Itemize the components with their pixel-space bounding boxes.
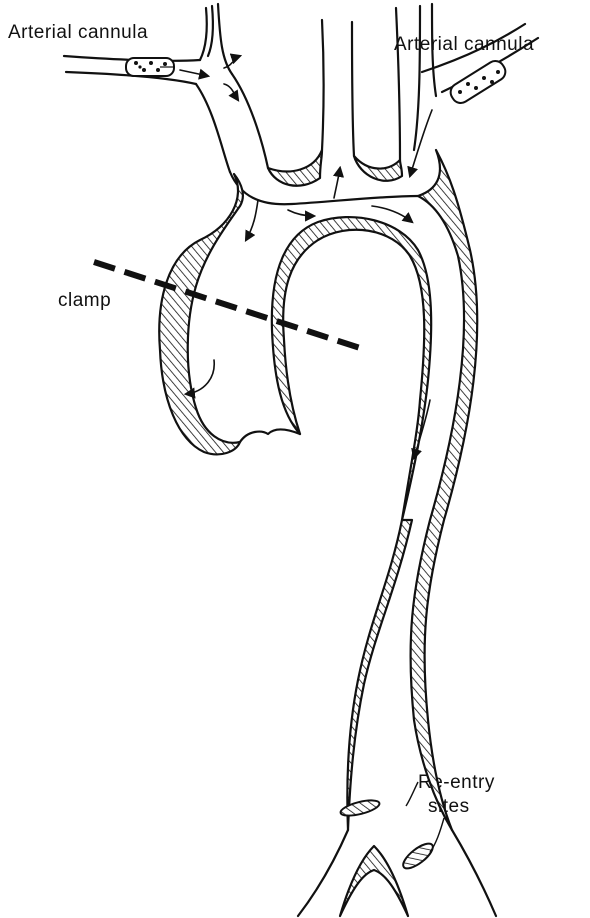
descending-aorta-outer-wall <box>411 150 478 830</box>
aortic-arch <box>196 20 418 240</box>
label-reentry-line2: sites <box>428 796 470 817</box>
true-lumen-arch-wall <box>272 217 431 520</box>
clamp-line <box>94 262 360 348</box>
label-arterial-cannula-left: Arterial cannula <box>8 22 148 43</box>
reentry-tear-upper <box>339 797 381 818</box>
reentry-tear-lower <box>400 839 437 872</box>
right-arterial-cannula <box>396 4 538 176</box>
label-clamp: clamp <box>58 290 111 311</box>
left-arterial-cannula <box>64 4 240 100</box>
label-arterial-cannula-right: Arterial cannula <box>394 34 534 55</box>
iliac-bifurcation <box>298 830 496 916</box>
